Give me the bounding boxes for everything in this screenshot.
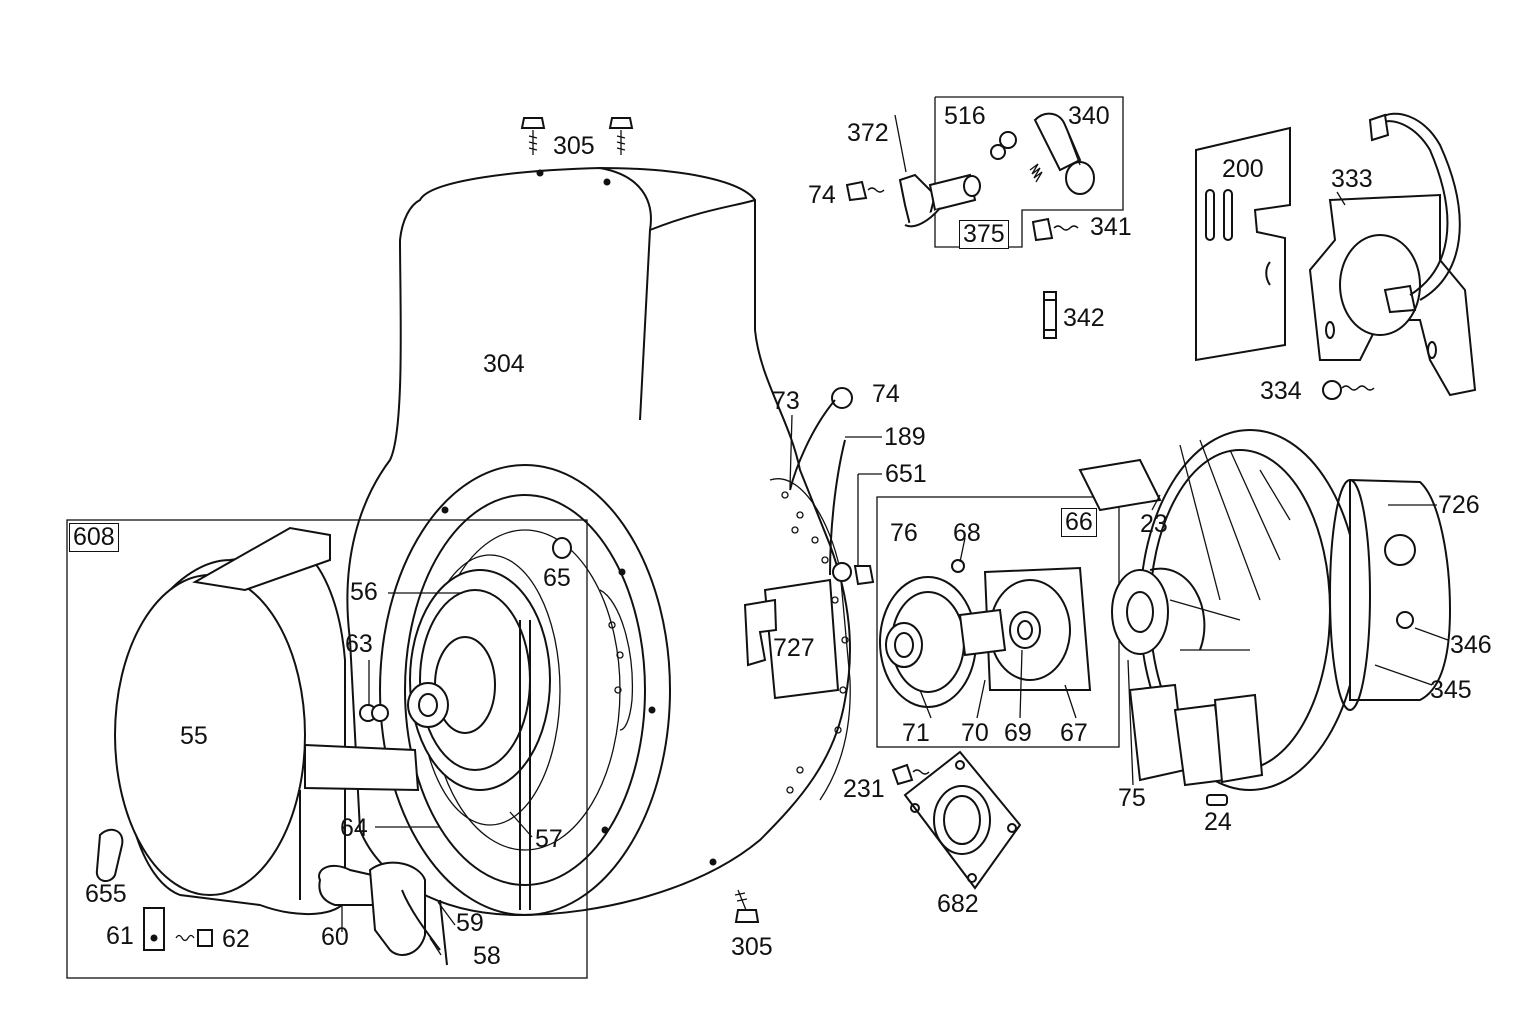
label-24: 24 — [1204, 808, 1232, 836]
label-231: 231 — [843, 775, 885, 803]
label-340: 340 — [1068, 102, 1110, 130]
flywheel-drawing — [1078, 429, 1452, 806]
leader-lines — [341, 114, 1449, 956]
label-651: 651 — [885, 460, 927, 488]
label-57: 57 — [535, 825, 563, 853]
bracket-200-drawing — [1195, 126, 1291, 362]
label-682: 682 — [937, 890, 979, 918]
label-69: 69 — [1004, 719, 1032, 747]
label-304: 304 — [483, 350, 525, 378]
label-68: 68 — [953, 519, 981, 547]
label-59: 59 — [456, 909, 484, 937]
label-305-bottom: 305 — [731, 933, 773, 961]
label-56: 56 — [350, 578, 378, 606]
label-726: 726 — [1438, 491, 1480, 519]
label-73: 73 — [772, 387, 800, 415]
label-345: 345 — [1430, 676, 1472, 704]
label-346: 346 — [1450, 631, 1492, 659]
label-305-top: 305 — [553, 132, 595, 160]
coil-333-drawing — [1308, 112, 1477, 400]
label-655: 655 — [85, 880, 127, 908]
label-64: 64 — [340, 814, 368, 842]
label-608: 608 — [69, 523, 119, 552]
clutch-assembly-drawing — [879, 559, 1092, 708]
label-342: 342 — [1063, 304, 1105, 332]
label-516: 516 — [944, 102, 986, 130]
blower-housing-drawing — [346, 166, 851, 917]
label-67: 67 — [1060, 719, 1088, 747]
bolt-305-drawings — [520, 117, 760, 923]
label-58: 58 — [473, 942, 501, 970]
label-727: 727 — [773, 634, 815, 662]
label-189: 189 — [884, 423, 926, 451]
label-334: 334 — [1260, 377, 1302, 405]
label-63: 63 — [345, 630, 373, 658]
label-66: 66 — [1061, 508, 1097, 537]
label-375: 375 — [959, 220, 1009, 249]
rewind-starter-drawing — [95, 526, 572, 966]
label-23: 23 — [1140, 510, 1168, 538]
label-341: 341 — [1090, 213, 1132, 241]
label-55: 55 — [180, 722, 208, 750]
label-74-mid: 74 — [872, 380, 900, 408]
label-70: 70 — [961, 719, 989, 747]
bracket-727-drawing — [743, 578, 840, 700]
label-60: 60 — [321, 923, 349, 951]
fastener-drawings — [789, 387, 875, 586]
label-333: 333 — [1331, 165, 1373, 193]
label-65: 65 — [543, 564, 571, 592]
label-200: 200 — [1222, 155, 1264, 183]
label-62: 62 — [222, 925, 250, 953]
governor-linkage-drawing — [845, 112, 1095, 339]
label-75: 75 — [1118, 784, 1146, 812]
label-71: 71 — [902, 719, 930, 747]
label-372: 372 — [847, 119, 889, 147]
label-74-top: 74 — [808, 181, 836, 209]
flange-682-drawing — [891, 750, 1022, 890]
label-61: 61 — [106, 922, 134, 950]
label-76: 76 — [890, 519, 918, 547]
